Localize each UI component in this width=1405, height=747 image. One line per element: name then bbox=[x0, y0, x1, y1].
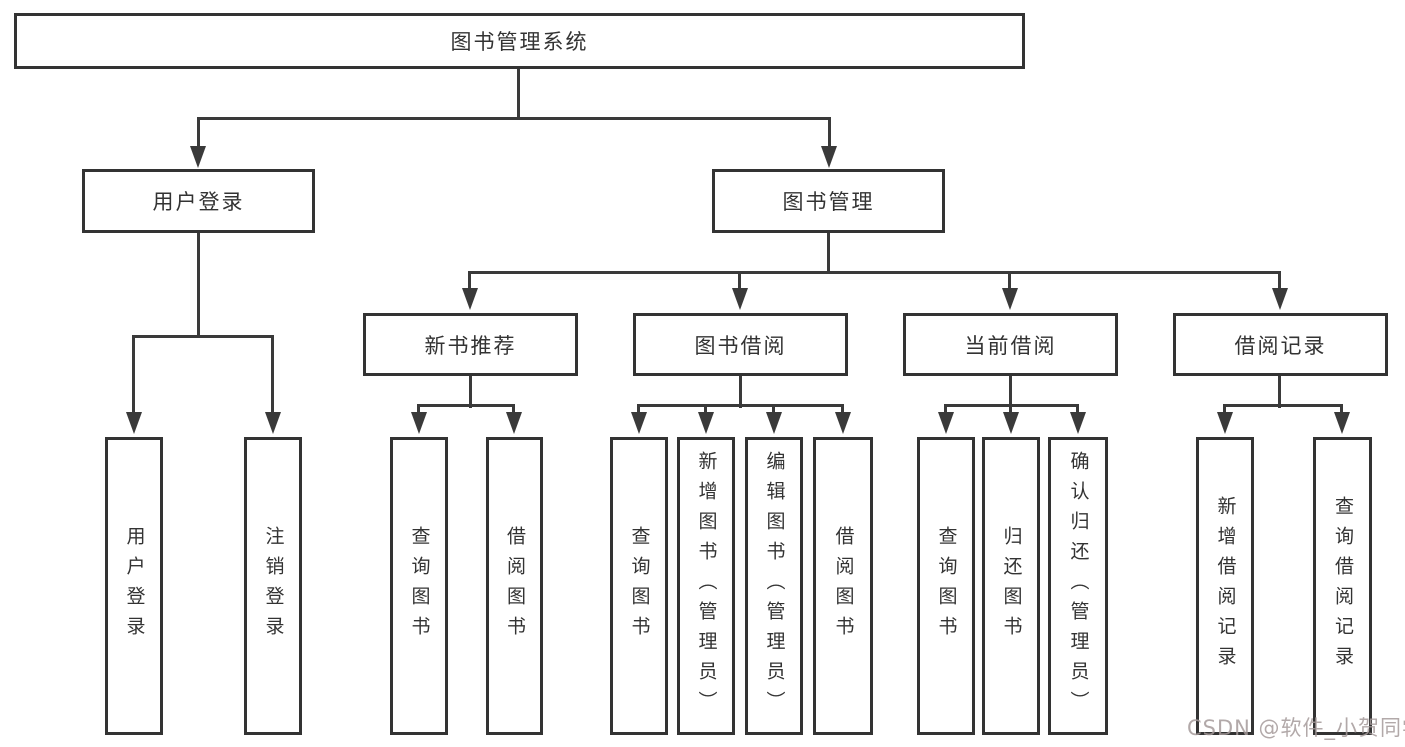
connector-vline bbox=[1076, 404, 1079, 415]
arrow-down-icon bbox=[190, 146, 206, 168]
connector-vline bbox=[1223, 404, 1226, 415]
node-current-borrowing: 当前借阅 bbox=[903, 313, 1118, 376]
node-book-borrowing: 图书借阅 bbox=[633, 313, 848, 376]
leaf-query-books-borrow: 查询图书 bbox=[610, 437, 668, 735]
node-label: 当前借阅 bbox=[964, 333, 1057, 358]
leaf-logout: 注销登录 bbox=[244, 437, 302, 735]
connector-vline bbox=[517, 69, 520, 120]
connector-vline bbox=[738, 271, 741, 293]
connector-hline bbox=[197, 117, 831, 120]
node-label: 图书借阅 bbox=[694, 333, 787, 358]
connector-vline bbox=[1278, 271, 1281, 293]
node-label: 用户登录 bbox=[123, 526, 146, 646]
node-label: 编辑图书（管理员） bbox=[763, 451, 786, 721]
node-label: 图书管理 bbox=[782, 190, 875, 214]
arrow-down-icon bbox=[411, 412, 427, 434]
connector-vline bbox=[772, 404, 775, 415]
leaf-query-books-current: 查询图书 bbox=[917, 437, 975, 735]
connector-vline bbox=[739, 374, 742, 408]
connector-vline bbox=[417, 404, 420, 415]
node-label: 图书管理系统 bbox=[450, 30, 589, 54]
connector-vline bbox=[132, 335, 135, 415]
node-label: 借阅图书 bbox=[504, 526, 526, 646]
connector-hline bbox=[468, 271, 1281, 274]
connector-vline bbox=[512, 404, 515, 415]
arrow-down-icon bbox=[1002, 288, 1018, 310]
connector-hline bbox=[417, 404, 515, 407]
connector-vline bbox=[1008, 271, 1011, 293]
node-label: 借阅图书 bbox=[832, 526, 855, 646]
csdn-watermark: CSDN @软件_小贺同学 bbox=[1187, 716, 1405, 740]
arrow-down-icon bbox=[732, 288, 748, 310]
leaf-query-borrow-record: 查询借阅记录 bbox=[1313, 437, 1372, 735]
leaf-return-book: 归还图书 bbox=[982, 437, 1040, 735]
connector-vline bbox=[197, 117, 200, 150]
connector-vline bbox=[1009, 374, 1012, 408]
connector-vline bbox=[469, 374, 472, 408]
connector-vline bbox=[828, 117, 831, 150]
leaf-add-book-admin: 新增图书（管理员） bbox=[677, 437, 735, 735]
node-label: 查询图书 bbox=[408, 526, 431, 646]
node-label: 查询图书 bbox=[935, 526, 958, 646]
arrow-down-icon bbox=[1003, 412, 1019, 434]
node-label: 查询借阅记录 bbox=[1332, 496, 1354, 676]
connector-vline bbox=[1009, 404, 1012, 415]
node-library-system: 图书管理系统 bbox=[14, 13, 1025, 69]
node-book-management: 图书管理 bbox=[712, 169, 945, 233]
node-user-login: 用户登录 bbox=[82, 169, 315, 233]
node-label: 确认归还（管理员） bbox=[1067, 451, 1090, 721]
connector-hline bbox=[132, 335, 274, 338]
node-new-book-recommend: 新书推荐 bbox=[363, 313, 578, 376]
arrow-down-icon bbox=[126, 412, 142, 434]
connector-vline bbox=[637, 404, 640, 415]
node-label: 新增借阅记录 bbox=[1214, 496, 1237, 676]
arrow-down-icon bbox=[1334, 412, 1350, 434]
arrow-down-icon bbox=[938, 412, 954, 434]
connector-vline bbox=[197, 232, 200, 338]
connector-vline bbox=[271, 335, 274, 415]
connector-vline bbox=[704, 404, 707, 415]
arrow-down-icon bbox=[265, 412, 281, 434]
leaf-confirm-return-admin: 确认归还（管理员） bbox=[1048, 437, 1108, 735]
node-label: 借阅记录 bbox=[1234, 333, 1327, 358]
node-label: 归还图书 bbox=[1000, 526, 1023, 646]
connector-vline bbox=[1340, 404, 1343, 415]
node-label: 新书推荐 bbox=[424, 333, 517, 358]
arrow-down-icon bbox=[698, 412, 714, 434]
arrow-down-icon bbox=[1272, 288, 1288, 310]
arrow-down-icon bbox=[631, 412, 647, 434]
leaf-add-borrow-record: 新增借阅记录 bbox=[1196, 437, 1254, 735]
node-borrowing-records: 借阅记录 bbox=[1173, 313, 1388, 376]
connector-vline bbox=[841, 404, 844, 415]
arrow-down-icon bbox=[1217, 412, 1233, 434]
node-label: 查询图书 bbox=[628, 526, 651, 646]
arrow-down-icon bbox=[766, 412, 782, 434]
arrow-down-icon bbox=[462, 288, 478, 310]
node-label: 新增图书（管理员） bbox=[695, 451, 718, 721]
connector-hline bbox=[1223, 404, 1343, 407]
leaf-borrow-books-recommend: 借阅图书 bbox=[486, 437, 543, 735]
connector-vline bbox=[827, 231, 830, 274]
leaf-borrow-books: 借阅图书 bbox=[813, 437, 873, 735]
arrow-down-icon bbox=[506, 412, 522, 434]
leaf-query-books-recommend: 查询图书 bbox=[390, 437, 448, 735]
leaf-edit-book-admin: 编辑图书（管理员） bbox=[745, 437, 803, 735]
arrow-down-icon bbox=[1070, 412, 1086, 434]
arrow-down-icon bbox=[835, 412, 851, 434]
connector-vline bbox=[944, 404, 947, 415]
node-label: 用户登录 bbox=[152, 190, 245, 214]
arrow-down-icon bbox=[821, 146, 837, 168]
connector-vline bbox=[1278, 374, 1281, 408]
connector-vline bbox=[468, 271, 471, 293]
connector-hline bbox=[637, 404, 844, 407]
leaf-user-login: 用户登录 bbox=[105, 437, 163, 735]
node-label: 注销登录 bbox=[262, 526, 285, 646]
